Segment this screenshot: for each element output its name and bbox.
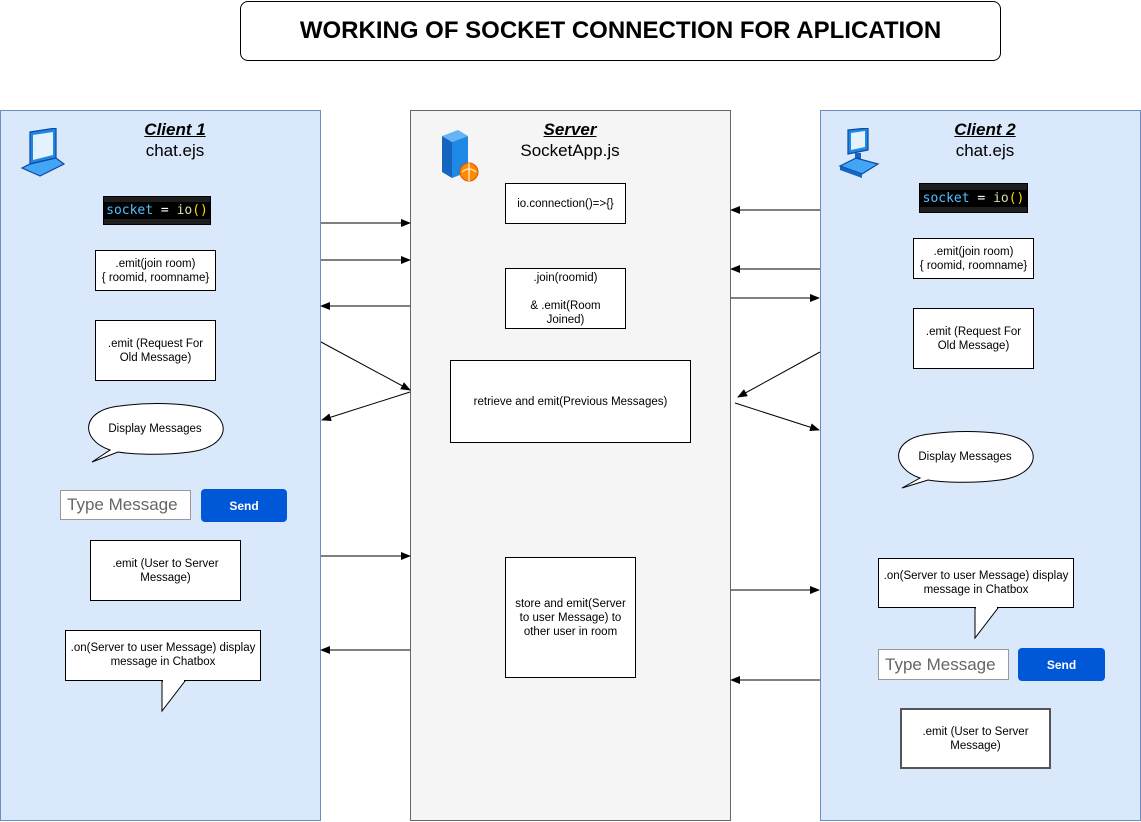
client1-file: chat.ejs [145,141,205,160]
client1-display-messages-bubble [88,403,224,463]
server-icon [442,130,479,182]
client2-send-button[interactable]: Send [1018,648,1105,681]
client2-message-input[interactable]: Type Message [878,649,1009,680]
arrow-s-previous-c2 [734,402,820,432]
server-connection-box: io.connection()=>{} [505,183,626,224]
client1-message-input[interactable]: Type Message [60,490,191,520]
client1-on-server-box: .on(Server to user Message) display mess… [65,630,261,681]
client1-header: Client 1 chat.ejs [95,119,255,161]
client2-callout-tail [974,607,1000,640]
server-file: SocketApp.js [520,141,620,160]
client1-callout-tail [161,680,187,713]
client1-socket-code: socket = io() [103,196,211,225]
client1-heading: Client 1 [144,120,206,139]
server-column [410,110,731,821]
arrow-s-previous-c1 [321,391,411,422]
client2-on-server-box: .on(Server to user Message) display mess… [878,558,1074,608]
client2-display-messages-text: Display Messages [918,451,1012,463]
server-heading: Server [543,120,597,139]
diagram-title: WORKING OF SOCKET CONNECTION FOR APLICAT… [240,1,1001,61]
server-retrieve-box: retrieve and emit(Previous Messages) [450,360,691,443]
client1-display-messages-text: Display Messages [108,423,202,435]
client2-emit-join-box: .emit(join room) { roomid, roomname} [913,238,1034,279]
desktop-computer-icon [838,128,880,178]
client1-emit-join-box: .emit(join room) { roomid, roomname} [95,250,216,291]
client1-emit-user-box: .emit (User to Server Message) [90,540,241,601]
client1-emit-request-box: .emit (Request For Old Message) [95,320,216,381]
client2-socket-code: socket = io() [919,183,1028,213]
client2-display-messages-bubble [898,431,1034,489]
client2-emit-request-box: .emit (Request For Old Message) [913,308,1034,369]
server-store-box: store and emit(Server to user Message) t… [505,557,636,678]
laptop-icon [20,128,66,177]
client2-file: chat.ejs [955,141,1015,160]
arrow-c2-request [737,351,821,398]
client1-column [0,110,321,821]
server-header: Server SocketApp.js [490,119,650,161]
client2-emit-user-box: .emit (User to Server Message) [900,708,1051,769]
client1-send-button[interactable]: Send [201,489,287,522]
client2-header: Client 2 chat.ejs [905,119,1065,161]
server-join-box: .join(roomid) & .emit(Room Joined) [505,268,626,329]
arrow-c1-request [320,341,411,391]
client2-heading: Client 2 [954,120,1016,139]
